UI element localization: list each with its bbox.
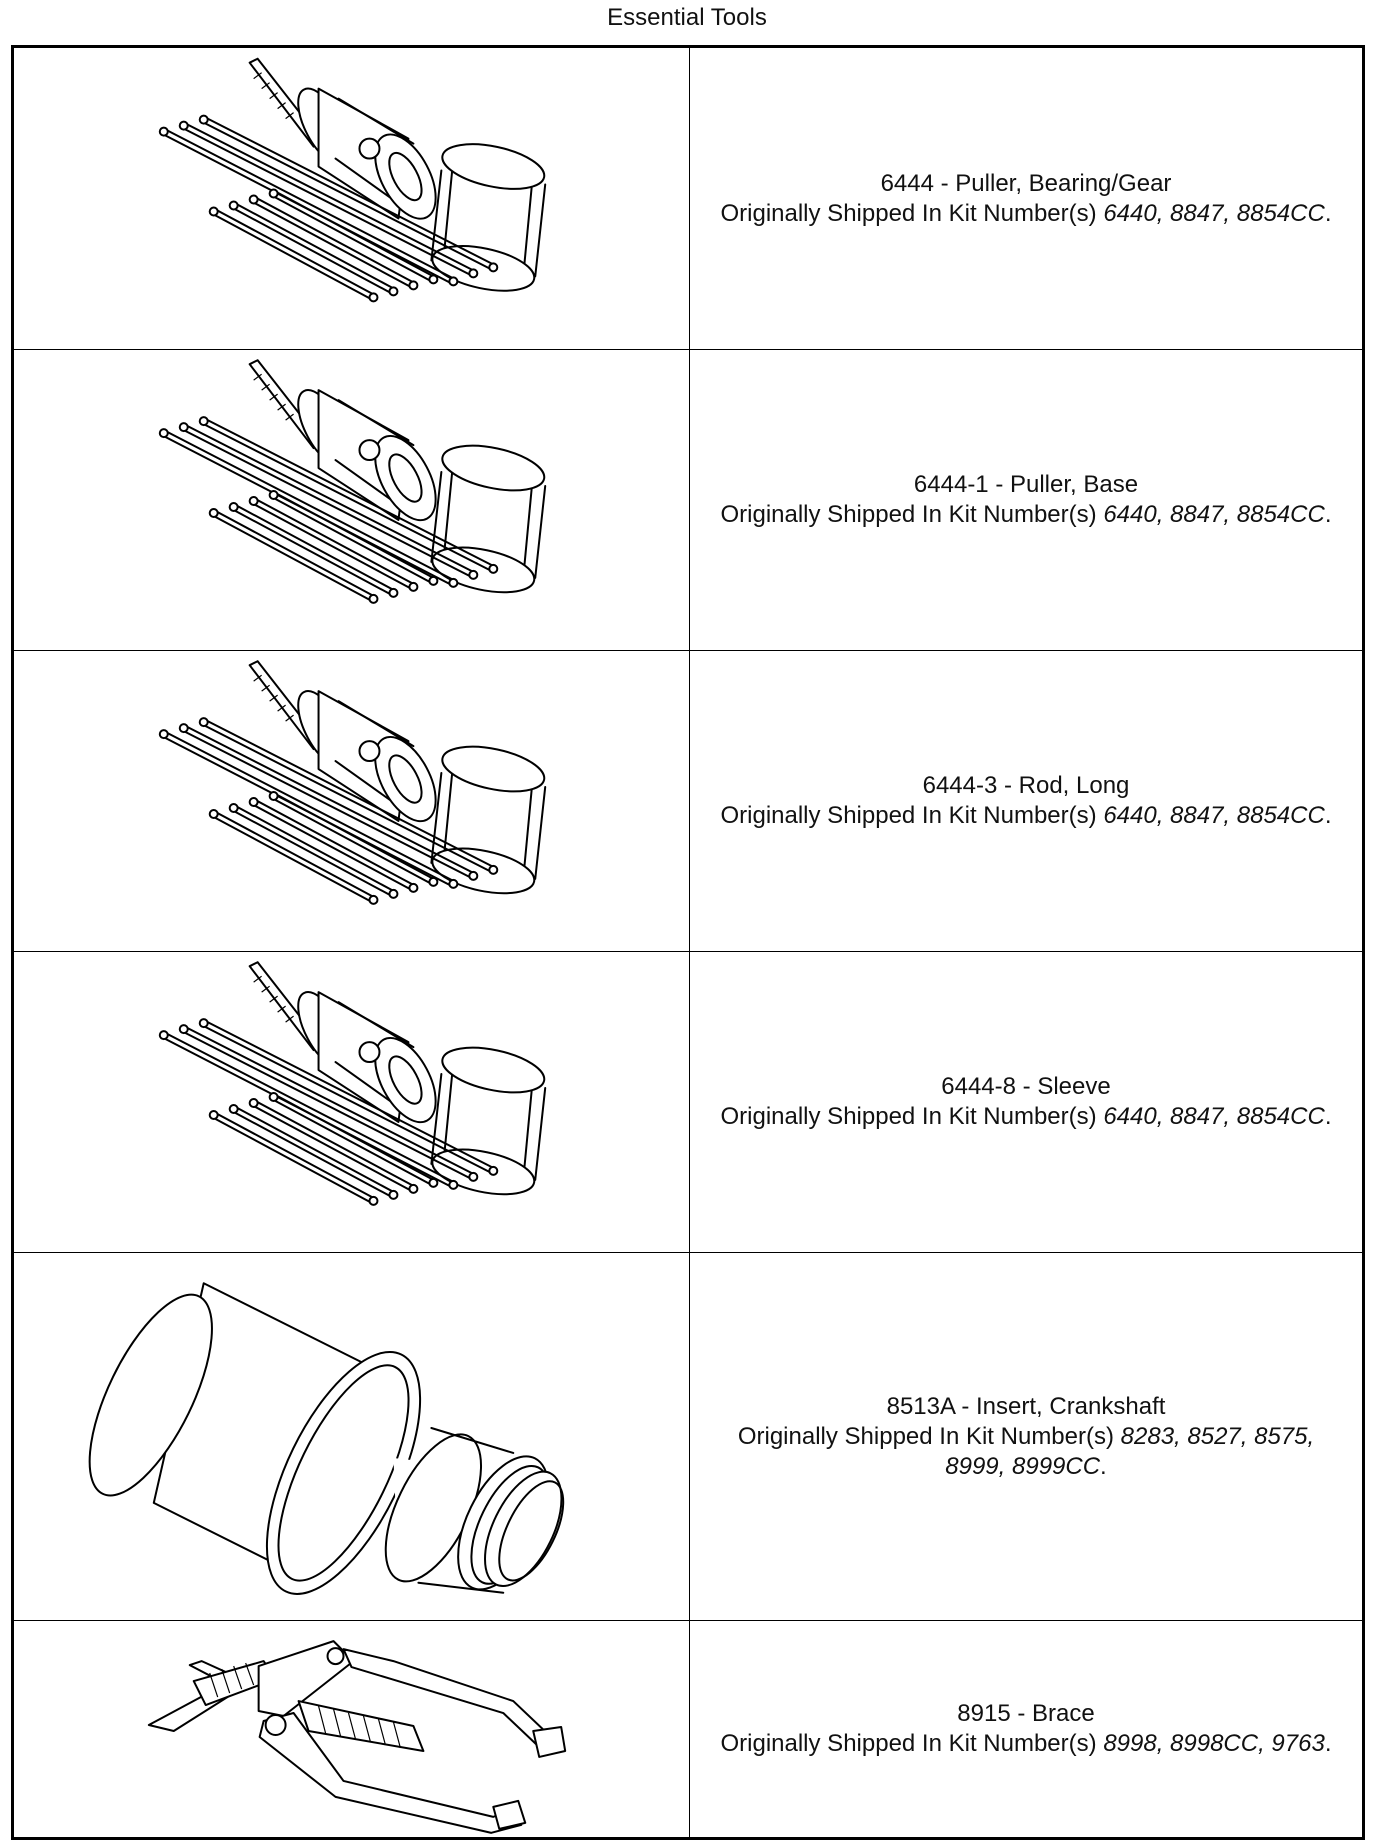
kit-numbers: 6440, 8847, 8854CC <box>1103 802 1325 829</box>
tool-image-cell <box>14 350 690 650</box>
tool-image-cell <box>14 48 690 349</box>
tool-kits-line: Originally Shipped In Kit Number(s) 6440… <box>720 501 1332 528</box>
shipped-prefix: Originally Shipped In Kit Number(s) <box>720 199 1097 227</box>
tool-row: 6444-1 - Puller, Base Originally Shipped… <box>14 349 1362 650</box>
puller-set-drawing <box>158 660 550 905</box>
tool-name: 8915 - Brace <box>957 1700 1095 1727</box>
tool-name: 6444-8 - Sleeve <box>941 1073 1111 1100</box>
tool-image-cell <box>14 1621 690 1837</box>
kit-numbers: 6440, 8847, 8854CC <box>1103 1103 1325 1130</box>
puller-set-drawing <box>158 57 550 303</box>
tool-text-cell: 8915 - Brace Originally Shipped In Kit N… <box>690 1621 1362 1837</box>
tool-name: 6444 - Puller, Bearing/Gear <box>880 169 1172 197</box>
tool-name: 6444-1 - Puller, Base <box>913 471 1139 498</box>
tool-text-cell: 6444-8 - Sleeve Originally Shipped In Ki… <box>690 952 1362 1252</box>
shipped-prefix: Originally Shipped In Kit Number(s) <box>737 1422 1114 1450</box>
shipped-prefix: Originally Shipped In Kit Number(s) <box>720 802 1097 829</box>
tool-row: 6444 - Puller, Bearing/Gear Originally S… <box>14 48 1362 349</box>
shipped-prefix: Originally Shipped In Kit Number(s) <box>720 1103 1097 1130</box>
tool-image-cell <box>14 952 690 1252</box>
tool-text-cell: 6444 - Puller, Bearing/Gear Originally S… <box>690 48 1362 349</box>
kit-numbers: 6440, 8847, 8854CC <box>1103 199 1325 227</box>
kit-numbers: 6440, 8847, 8854CC <box>1103 501 1325 528</box>
kit-numbers: 8283, 8527, 8575, 8999, 8999CC <box>945 1422 1315 1480</box>
brace-drawing <box>147 1640 567 1834</box>
tool-kits-line: Originally Shipped In Kit Number(s) 6440… <box>720 1103 1332 1130</box>
tool-text-cell: 6444-1 - Puller, Base Originally Shipped… <box>690 350 1362 650</box>
tool-kits-line: Originally Shipped In Kit Number(s) 6440… <box>720 199 1332 227</box>
tool-kits-line: Originally Shipped In Kit Number(s) 8283… <box>737 1422 1315 1480</box>
shipped-prefix: Originally Shipped In Kit Number(s) <box>720 1730 1097 1757</box>
tool-text-cell: 8513A - Insert, Crankshaft Originally Sh… <box>690 1253 1362 1620</box>
crankshaft-insert-drawing <box>88 1282 565 1595</box>
tool-row: 8513A - Insert, Crankshaft Originally Sh… <box>14 1252 1362 1620</box>
tool-kits-line: Originally Shipped In Kit Number(s) 6440… <box>720 802 1332 829</box>
page-title: Essential Tools <box>607 4 767 31</box>
puller-set-drawing <box>158 961 550 1206</box>
tools-table: 6444 - Puller, Bearing/Gear Originally S… <box>11 45 1365 1840</box>
kit-numbers: 8998, 8998CC, 9763 <box>1103 1730 1325 1757</box>
tool-kits-line: Originally Shipped In Kit Number(s) 8998… <box>720 1730 1332 1757</box>
puller-set-drawing <box>158 359 550 604</box>
tool-row: 6444-3 - Rod, Long Originally Shipped In… <box>14 650 1362 951</box>
tool-image-cell <box>14 1253 690 1620</box>
tool-row: 8915 - Brace Originally Shipped In Kit N… <box>14 1620 1362 1837</box>
tool-row: 6444-8 - Sleeve Originally Shipped In Ki… <box>14 951 1362 1252</box>
tool-name: 6444-3 - Rod, Long <box>922 772 1130 799</box>
shipped-prefix: Originally Shipped In Kit Number(s) <box>720 501 1097 528</box>
tool-text-cell: 6444-3 - Rod, Long Originally Shipped In… <box>690 651 1362 951</box>
tool-image-cell <box>14 651 690 951</box>
tool-name: 8513A - Insert, Crankshaft <box>886 1392 1166 1420</box>
